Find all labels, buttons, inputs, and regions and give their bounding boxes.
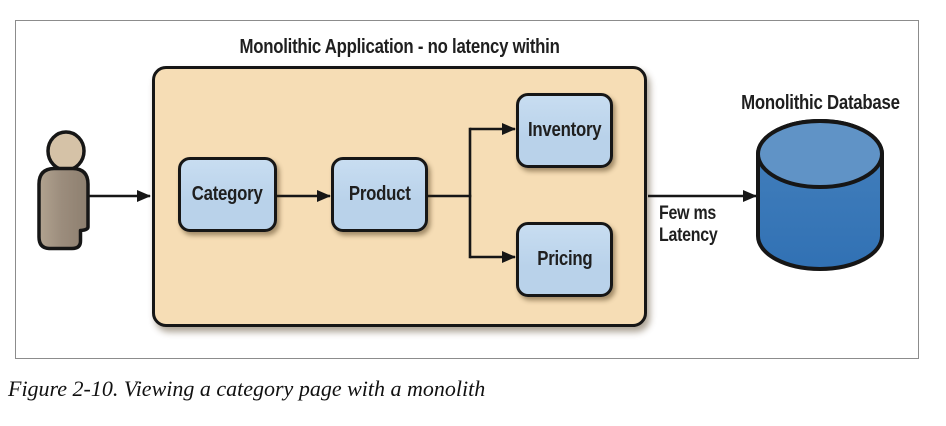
node-inventory: Inventory [516, 93, 613, 168]
node-pricing-label: Pricing [536, 248, 593, 270]
latency-label: Few ms Latency [659, 203, 729, 247]
database-icon [756, 119, 884, 271]
node-category: Category [178, 157, 277, 232]
database-label-text: Monolithic Database [740, 91, 900, 114]
database-top [756, 119, 884, 189]
node-product: Product [331, 157, 428, 232]
node-pricing: Pricing [516, 222, 613, 297]
figure-caption: Figure 2-10. Viewing a category page wit… [8, 376, 486, 401]
node-inventory-label: Inventory [527, 119, 602, 141]
diagram-title: Monolithic Application - no latency with… [152, 34, 647, 60]
diagram-title-text: Monolithic Application - no latency with… [239, 35, 560, 58]
latency-line2: Latency [659, 225, 718, 246]
user-body [37, 166, 90, 251]
database-label: Monolithic Database [718, 91, 922, 115]
user-icon [37, 130, 90, 251]
node-product-label: Product [348, 183, 411, 205]
user-head [46, 130, 86, 172]
node-category-label: Category [192, 183, 263, 205]
latency-line1: Few ms [659, 203, 717, 224]
